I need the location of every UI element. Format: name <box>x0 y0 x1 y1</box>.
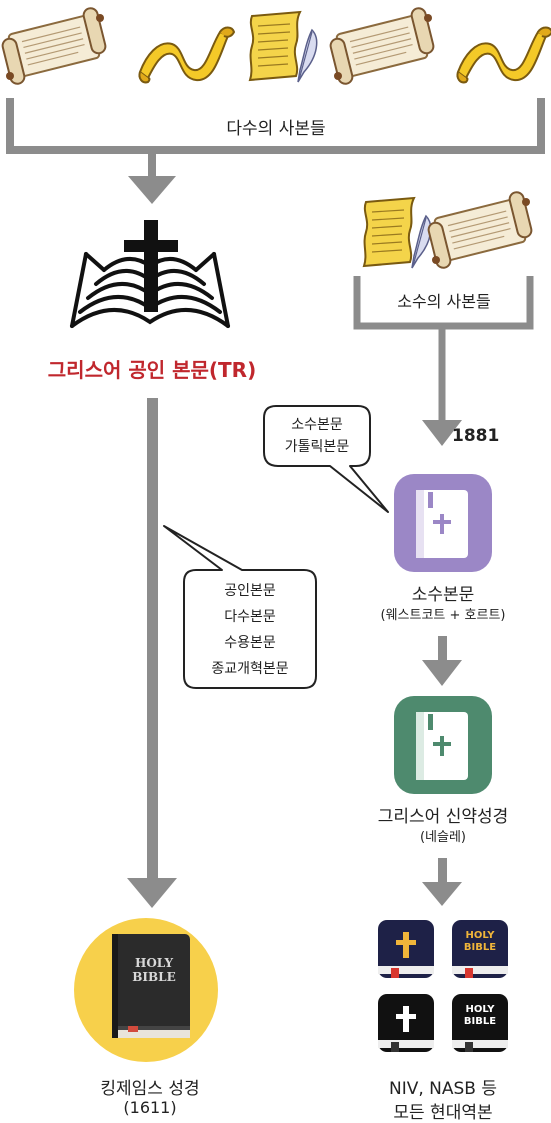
speech-bubble-tr <box>163 525 317 689</box>
modern-cover-text-2a: HOLY <box>465 1004 495 1015</box>
kjv-cover-text-1: HOLY <box>134 956 174 970</box>
nestle-subtitle: (네슬레) <box>419 830 467 845</box>
minority-text-subtitle: (웨스트코트 + 호르트) <box>380 608 506 623</box>
nestle-title: 그리스어 신약성경 <box>377 807 509 827</box>
modern-title: NIV, NASB 등 <box>388 1079 497 1099</box>
majority-manuscripts-label: 다수의 사본들 <box>226 119 326 139</box>
bible-book-icon <box>112 934 190 1038</box>
quill-scroll-icon <box>249 11 318 83</box>
arrow-shaft <box>438 636 447 662</box>
bubble-tr-line2: 다수본문 <box>224 609 276 625</box>
minority-manuscripts-label: 소수의 사본들 <box>397 292 491 311</box>
arrow-head <box>422 660 462 686</box>
speech-bubble-minority <box>263 405 389 513</box>
scroll-icon <box>426 189 534 271</box>
arrow-head <box>422 420 462 446</box>
minority-bracket <box>353 276 534 422</box>
modern-cover-text-2b: BIBLE <box>463 1016 497 1027</box>
scroll-icon <box>328 5 436 87</box>
nestle-text-icon <box>394 696 492 794</box>
modern-subtitle: 모든 현대역본 <box>393 1103 493 1123</box>
kjv-year: (1611) <box>123 1098 177 1117</box>
bible-book-icon <box>452 994 508 1052</box>
bible-book-icon <box>378 920 434 978</box>
bubble-tr-line4: 종교개혁본문 <box>211 661 289 677</box>
cross-icon <box>124 220 178 312</box>
year-1881-label: 1881 <box>452 426 500 446</box>
kjv-title: 킹제임스 성경 <box>100 1079 200 1099</box>
arrow-shaft <box>147 398 158 880</box>
bubble-minority-line1: 소수본문 <box>291 417 343 433</box>
bubble-tr-line1: 공인본문 <box>224 583 276 599</box>
modern-cover-text-1a: HOLY <box>465 930 495 941</box>
bubble-minority-line2: 가톨릭본문 <box>284 439 350 455</box>
arrow-head <box>128 176 176 204</box>
bible-book-icon <box>452 920 508 978</box>
arrow-shaft <box>438 858 447 884</box>
bubble-tr-line3: 수용본문 <box>224 635 276 651</box>
scroll-icon <box>0 5 108 87</box>
yellow-scroll-icon <box>456 26 551 84</box>
kjv-cover-text-2: BIBLE <box>132 970 176 984</box>
arrow-head <box>127 878 177 908</box>
arrow-head <box>422 882 462 906</box>
top-bracket <box>6 98 545 178</box>
bible-book-icon <box>378 994 434 1052</box>
modern-cover-text-1b: BIBLE <box>463 942 497 953</box>
quill-scroll-icon <box>363 197 432 269</box>
minority-text-icon <box>394 474 492 572</box>
yellow-scroll-icon <box>138 26 235 84</box>
tr-label: 그리스어 공인 본문(TR) <box>47 358 257 382</box>
minority-text-title: 소수본문 <box>411 585 475 605</box>
